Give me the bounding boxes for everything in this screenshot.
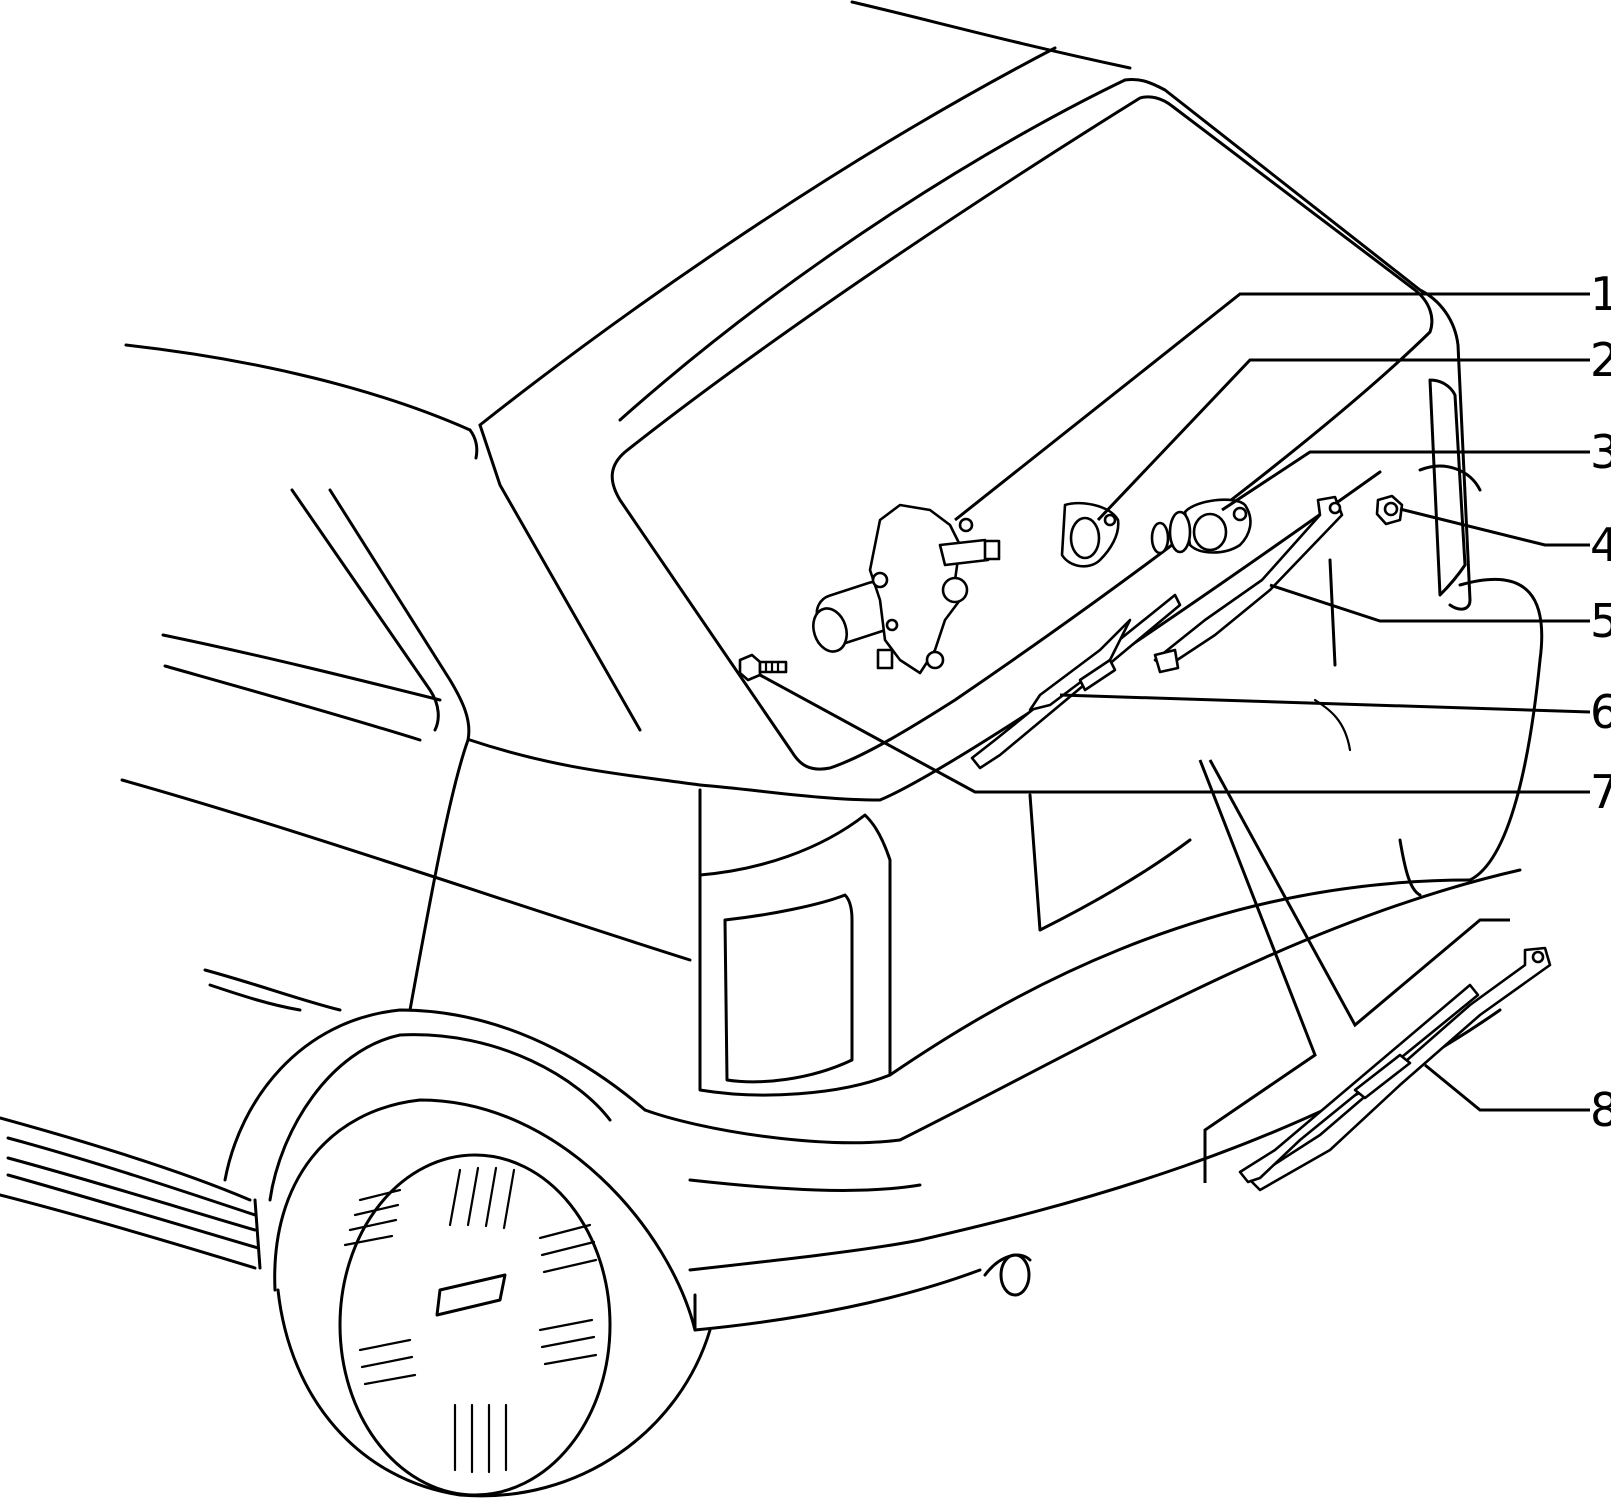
car-body [120,0,1544,1332]
wiper-assembly-part[interactable] [1238,946,1552,1192]
leader-4 [1399,507,1590,547]
rear-wheel [223,1008,712,1498]
callout-2: 2 [1590,333,1611,387]
callout-4: 4 [1590,518,1611,572]
wiper-blade-part[interactable] [970,593,1182,770]
leader-5 [1269,583,1590,623]
callout-8: 8 [1590,1083,1611,1137]
wiper-arm-part[interactable] [1153,495,1344,674]
leader-lines [759,292,1591,1112]
leader-8 [1424,1063,1590,1112]
leader-6 [1059,693,1591,714]
callout-1: 1 [1590,267,1611,321]
callout-7: 7 [1590,765,1611,819]
nut-part[interactable] [1375,494,1404,526]
grommet-part[interactable] [1060,501,1120,568]
callout-5: 5 [1590,594,1611,648]
leader-2 [1096,358,1590,522]
hubcap-emblem [435,1273,507,1317]
spindle-seal-part[interactable] [1150,498,1252,555]
callout-numbers: 1 2 3 4 5 6 7 8 [1590,267,1611,1137]
leader-7 [759,673,1590,794]
callout-3: 3 [1590,425,1611,479]
hubcap-slots [343,1166,598,1474]
side-sill [0,1116,262,1270]
leader-3 [1221,450,1590,512]
wiper-motor-part[interactable] [808,503,1001,675]
screw-part[interactable] [738,653,788,682]
assembly-bracket [1198,759,1510,1183]
callout-6: 6 [1590,685,1611,739]
leader-1 [954,292,1590,522]
